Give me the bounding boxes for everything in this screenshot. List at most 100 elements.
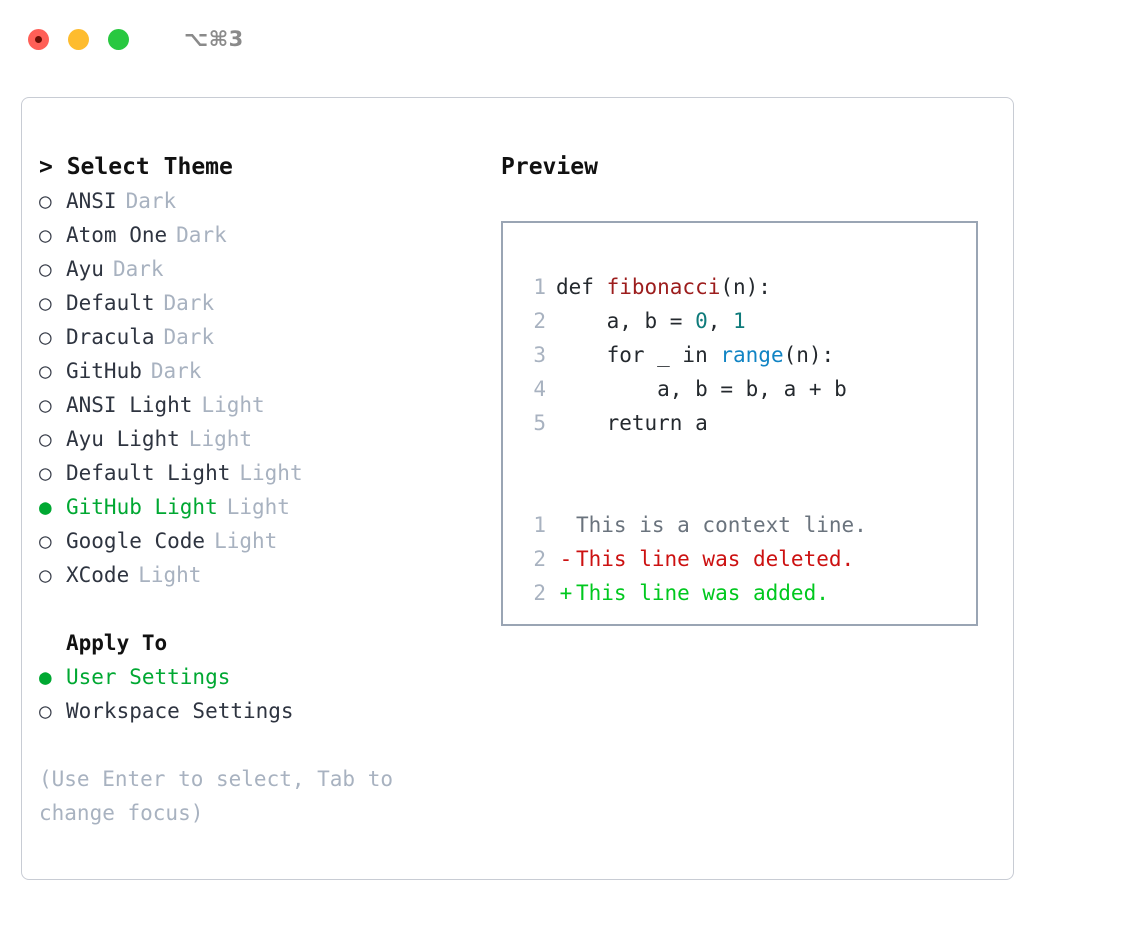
- apply-to-label: User Settings: [66, 665, 231, 689]
- theme-list-item[interactable]: ○ XCode Light: [39, 558, 469, 592]
- theme-list-item[interactable]: ○ Default Light Light: [39, 456, 469, 490]
- radio-icon-selected[interactable]: ●: [39, 495, 52, 519]
- radio-icon[interactable]: ○: [39, 699, 52, 723]
- diff-marker-plus: +: [559, 581, 573, 605]
- line-number: 2: [533, 547, 546, 571]
- theme-list-item[interactable]: ○ Atom One Dark: [39, 218, 469, 252]
- theme-list-item[interactable]: ○ Ayu Dark: [39, 252, 469, 286]
- title-bar: ⌥⌘3: [0, 0, 1140, 78]
- radio-icon[interactable]: ○: [39, 325, 52, 349]
- theme-variant-tag: Light: [138, 563, 202, 587]
- theme-list-item[interactable]: ○ ANSI Dark: [39, 184, 469, 218]
- code-line: 5 return a: [523, 406, 976, 440]
- apply-to-item-selected[interactable]: ● User Settings: [39, 660, 469, 694]
- theme-list-item-selected[interactable]: ● GitHub Light Light: [39, 490, 469, 524]
- radio-icon[interactable]: ○: [39, 223, 52, 247]
- code-token: a, b =: [556, 309, 696, 333]
- code-diff-separator: [523, 440, 976, 474]
- keyboard-shortcut-label: ⌥⌘3: [184, 27, 244, 51]
- radio-icon[interactable]: ○: [39, 563, 52, 587]
- code-token: for _ in: [556, 343, 721, 367]
- maximize-button[interactable]: [108, 28, 129, 50]
- section-spacer: [39, 592, 469, 626]
- radio-icon[interactable]: ○: [39, 291, 52, 315]
- theme-variant-tag: Dark: [163, 291, 215, 315]
- theme-list-item[interactable]: ○ ANSI Light Light: [39, 388, 469, 422]
- theme-label: XCode: [66, 563, 130, 587]
- code-token: 0: [695, 309, 708, 333]
- theme-label: ANSI Light: [66, 393, 193, 417]
- line-number: 2: [533, 309, 546, 333]
- code-diff-separator2: [523, 474, 976, 508]
- radio-icon[interactable]: ○: [39, 359, 52, 383]
- diff-text: This is a context line.: [576, 513, 867, 537]
- line-number: 1: [533, 513, 546, 537]
- code-line: 1 def fibonacci(n):: [523, 270, 976, 304]
- code-token: (n):: [783, 343, 835, 367]
- theme-label: Ayu: [66, 257, 104, 281]
- code-token: range: [720, 343, 784, 367]
- theme-variant-tag: Dark: [150, 359, 202, 383]
- theme-label: Atom One: [66, 223, 168, 247]
- theme-list-item[interactable]: ○ Default Dark: [39, 286, 469, 320]
- code-token: (n):: [720, 275, 771, 299]
- code-content: a, b = b, a + b: [556, 372, 847, 406]
- diff-text: This line was added.: [576, 581, 829, 605]
- line-number: 2: [533, 581, 546, 605]
- radio-icon[interactable]: ○: [39, 461, 52, 485]
- code-token: 1: [733, 309, 746, 333]
- theme-label: GitHub: [66, 359, 142, 383]
- code-token: def: [556, 275, 607, 299]
- theme-variant-tag: Light: [201, 393, 265, 417]
- radio-icon[interactable]: ○: [39, 393, 52, 417]
- code-line: 3 for _ in range(n):: [523, 338, 976, 372]
- theme-label: Default Light: [66, 461, 231, 485]
- theme-list-item[interactable]: ○ Google Code Light: [39, 524, 469, 558]
- code-line: 4 a, b = b, a + b: [523, 372, 976, 406]
- theme-list-item[interactable]: ○ Ayu Light Light: [39, 422, 469, 456]
- theme-label: Default: [66, 291, 155, 315]
- apply-to-item[interactable]: ○ Workspace Settings: [39, 694, 469, 728]
- radio-icon-selected[interactable]: ●: [39, 665, 52, 689]
- code-token: a, b = b, a + b: [556, 377, 847, 401]
- main-pane: > Select Theme ○ ANSI Dark ○ Atom One Da…: [21, 97, 1014, 880]
- apply-to-header: Apply To: [66, 631, 168, 655]
- theme-list-item[interactable]: ○ GitHub Dark: [39, 354, 469, 388]
- close-button[interactable]: [28, 28, 49, 50]
- line-number: 4: [533, 377, 546, 401]
- radio-icon[interactable]: ○: [39, 189, 52, 213]
- hint-spacer: [39, 728, 469, 762]
- theme-list: ○ ANSI Dark ○ Atom One Dark ○ Ayu Dark ○…: [39, 184, 469, 592]
- code-preview-box: 1 def fibonacci(n): 2 a, b = 0, 1 3 for …: [501, 221, 978, 626]
- theme-list-item[interactable]: ○ Dracula Dark: [39, 320, 469, 354]
- theme-variant-tag: Dark: [176, 223, 227, 247]
- line-number: 1: [533, 275, 546, 299]
- theme-label: Google Code: [66, 529, 206, 553]
- keyboard-hint-text: (Use Enter to select, Tab to change focu…: [39, 767, 406, 825]
- theme-variant-tag: Light: [239, 461, 303, 485]
- line-number: 3: [533, 343, 546, 367]
- code-line: 2 a, b = 0, 1: [523, 304, 976, 338]
- theme-variant-tag: Dark: [163, 325, 215, 349]
- radio-icon[interactable]: ○: [39, 427, 52, 451]
- code-content: a, b = 0, 1: [556, 304, 746, 338]
- diff-line-context: 1 This is a context line.: [523, 508, 976, 542]
- theme-label: ANSI: [66, 189, 117, 213]
- code-content: def fibonacci(n):: [556, 270, 771, 304]
- theme-variant-tag: Light: [188, 427, 253, 451]
- code-content: return a: [556, 406, 708, 440]
- theme-label: Dracula: [66, 325, 155, 349]
- diff-block: 1 This is a context line. 2 - This line …: [523, 508, 976, 610]
- radio-icon[interactable]: ○: [39, 529, 52, 553]
- theme-variant-tag: Light: [214, 529, 278, 553]
- theme-label: Ayu Light: [66, 427, 180, 451]
- code-token: fibonacci: [606, 275, 721, 299]
- theme-selector-panel: > Select Theme ○ ANSI Dark ○ Atom One Da…: [39, 150, 469, 830]
- theme-label: GitHub Light: [66, 495, 218, 519]
- preview-title: Preview: [501, 154, 598, 180]
- radio-icon[interactable]: ○: [39, 257, 52, 281]
- code-content: for _ in range(n):: [556, 338, 835, 372]
- minimize-button[interactable]: [68, 28, 89, 50]
- apply-to-label: Workspace Settings: [66, 699, 294, 723]
